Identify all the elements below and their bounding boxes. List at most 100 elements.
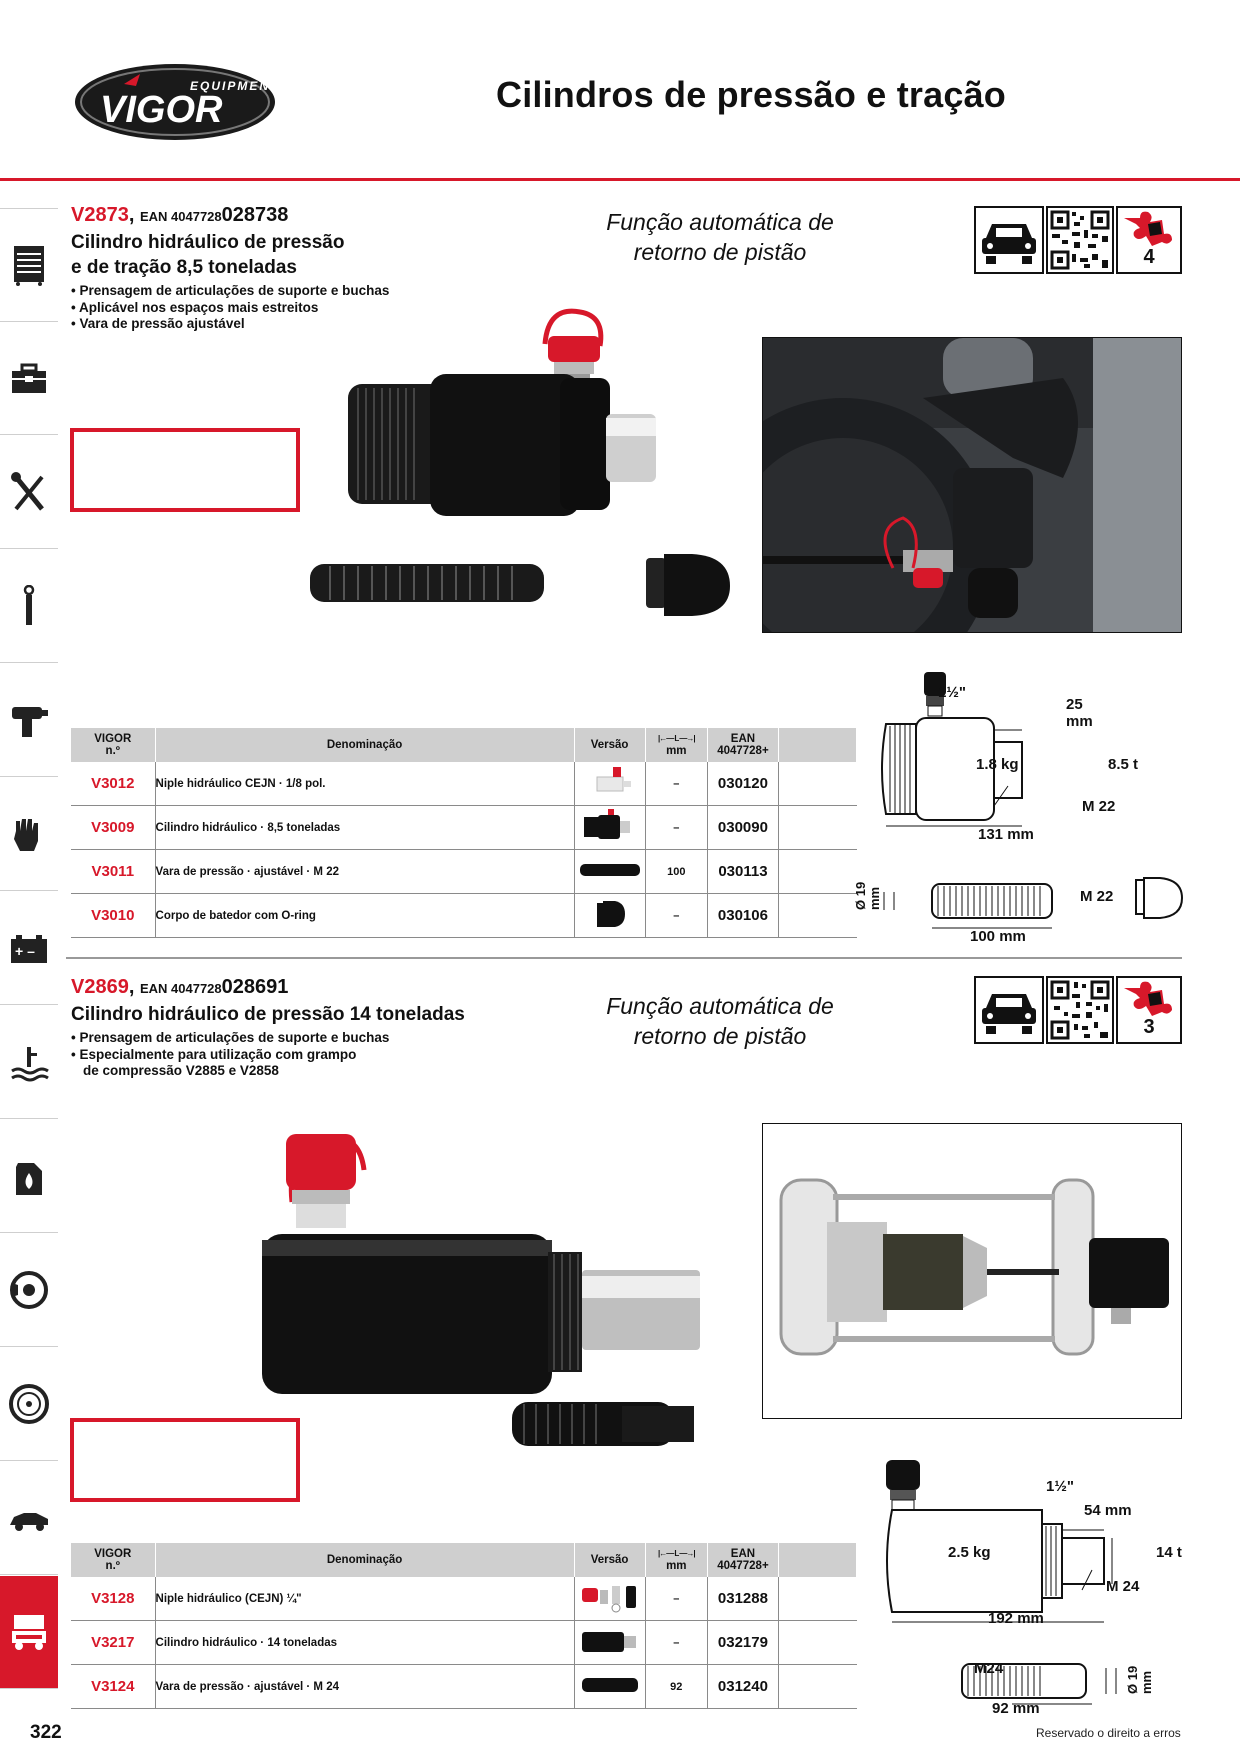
dim-force: 8.5 t (1108, 756, 1139, 773)
dim-weight: 2.5 kg (948, 1544, 991, 1561)
feature-callout: Função automática de retorno de pistão (580, 207, 860, 267)
product-image-cylinder (262, 1130, 740, 1460)
sidebar-tab-battery[interactable]: + – (0, 892, 58, 1005)
coolant-icon (11, 1047, 49, 1082)
sidebar-tab-toolbox[interactable] (0, 322, 58, 435)
ean-suffix: 028691 (221, 976, 289, 998)
table-row: V3128 Niple hidráulico (CEJN) ¼" – 03128… (71, 1577, 857, 1621)
item-blank (778, 849, 857, 894)
bullet-item: Especialmente para utilização com grampo (71, 1047, 389, 1064)
col-header-denominacao: Denominação (155, 728, 575, 762)
item-number[interactable]: V3011 (71, 849, 156, 894)
dim-thread: 1½" (938, 684, 966, 701)
item-ean: 031288 (707, 1577, 779, 1621)
feature-line: retorno de pistão (633, 1023, 807, 1049)
bullet-item: Prensagem de articulações de suporte e b… (71, 283, 389, 300)
product-title: Cilindro hidráulico de pressão 14 tonela… (71, 1002, 465, 1027)
col-header-length: |←— L —→|mm (645, 728, 709, 762)
col-header-ean: EAN 4047728+ (707, 728, 779, 762)
sidebar-tab-gloves[interactable] (0, 778, 58, 891)
wrench-screwdriver-icon (11, 472, 44, 511)
dim-rod-thread: M 24 (1106, 1578, 1140, 1595)
col-header-no: VIGOR n.º (71, 1543, 156, 1577)
dim-rod-thread: M 22 (1082, 798, 1116, 815)
item-denomination: Vara de pressão · ajustável · M 24 (155, 1664, 575, 1709)
battery-icon: + – (11, 935, 47, 963)
sidebar-tab-tool-cabinet[interactable] (0, 208, 58, 322)
item-length: – (645, 893, 709, 938)
sidebar-tab-coolant[interactable] (0, 1006, 58, 1119)
dim-thread: 1½" (1046, 1478, 1074, 1495)
item-number[interactable]: V3012 (71, 762, 156, 806)
item-blank (778, 762, 857, 806)
qr-code[interactable] (1046, 206, 1114, 274)
col-header-blank (778, 728, 858, 762)
product-code-line: V2873, EAN 4047728028738 (71, 204, 289, 226)
product-title: Cilindro hidráulico de pressão e de traç… (71, 230, 344, 280)
ean-label: EAN 4047728 (139, 981, 222, 996)
product-code: V2873 (71, 204, 129, 226)
sidebar-tab-truck[interactable] (0, 1576, 58, 1689)
sidebar-tab-pneumatic[interactable] (0, 664, 58, 777)
car-icon (10, 1513, 48, 1531)
bullet-item: Vara de pressão ajustável (71, 316, 389, 333)
tool-cabinet-icon (14, 246, 44, 286)
dim-bar-diameter: Ø 19 mm (1125, 1665, 1154, 1694)
page-title: Cilindros de pressão e tração (496, 74, 1006, 115)
category-sidebar: + – (0, 208, 58, 1734)
product-image-cylinder (300, 296, 740, 636)
feature-line: retorno de pistão (633, 239, 807, 265)
dim-stroke: 54 mm (1084, 1502, 1132, 1519)
table-row: V3011 Vara de pressão · ajustável · M 22… (71, 849, 857, 894)
sidebar-tab-hand-tools[interactable] (0, 436, 58, 549)
dimension-lines-icon (886, 1460, 1117, 1705)
oil-canister-icon (16, 1163, 42, 1195)
sidebar-tab-brakes[interactable] (0, 1234, 58, 1347)
sidebar-tab-torque[interactable] (0, 550, 58, 663)
item-denomination: Niple hidráulico (CEJN) ¼" (155, 1577, 575, 1621)
puzzle-icon (1124, 981, 1172, 1016)
item-ean: 030120 (707, 762, 779, 806)
qr-code[interactable] (1046, 976, 1114, 1044)
item-thumbnail (573, 805, 646, 850)
logo-text: VIGOR (100, 89, 223, 131)
item-thumbnail (573, 893, 646, 938)
item-ean: 031240 (707, 1664, 779, 1709)
col-header-blank (778, 1543, 858, 1577)
qr-code-icon (1050, 210, 1110, 270)
item-length: 100 (645, 849, 709, 894)
puzzle-icon (1124, 211, 1172, 246)
item-blank (778, 805, 857, 850)
dim-bar-diameter: Ø 19 mm (853, 881, 882, 910)
product-title-line: Cilindro hidráulico de pressão 14 tonela… (71, 1004, 465, 1025)
dim-bar-thread: M 22 (1080, 888, 1114, 905)
item-number[interactable]: V3128 (71, 1577, 156, 1621)
item-blank (778, 1620, 857, 1665)
item-denomination: Cilindro hidráulico · 14 toneladas (155, 1620, 575, 1665)
dim-length: 192 mm (988, 1610, 1044, 1627)
application-photo (762, 337, 1182, 633)
col-header-versao: Versão (574, 1543, 646, 1577)
item-number[interactable]: V3124 (71, 1664, 156, 1709)
header-rule (0, 178, 1240, 181)
item-ean: 030090 (707, 805, 779, 850)
item-length: – (645, 762, 709, 806)
section-separator (66, 957, 1182, 959)
wheel-icon (9, 1384, 49, 1424)
item-thumbnail (573, 849, 646, 894)
item-denomination: Corpo de batedor com O-ring (155, 893, 575, 938)
item-number[interactable]: V3009 (71, 805, 156, 850)
dim-bar-length: 100 mm (970, 928, 1026, 945)
sidebar-tab-car[interactable] (0, 1462, 58, 1575)
item-denomination: Niple hidráulico CEJN · 1/8 pol. (155, 762, 575, 806)
sidebar-tab-oil[interactable] (0, 1120, 58, 1233)
sidebar-tab-wheels[interactable] (0, 1348, 58, 1461)
feature-bullets: Prensagem de articulações de suporte e b… (71, 283, 389, 333)
toolbox-icon (12, 363, 46, 393)
item-number[interactable]: V3010 (71, 893, 156, 938)
bullet-item: Aplicável nos espaços mais estreitos (71, 300, 389, 317)
item-ean: 032179 (707, 1620, 779, 1665)
item-number[interactable]: V3217 (71, 1620, 156, 1665)
feature-line: Função automática de (606, 209, 834, 235)
length-unit: mm (666, 1560, 687, 1572)
